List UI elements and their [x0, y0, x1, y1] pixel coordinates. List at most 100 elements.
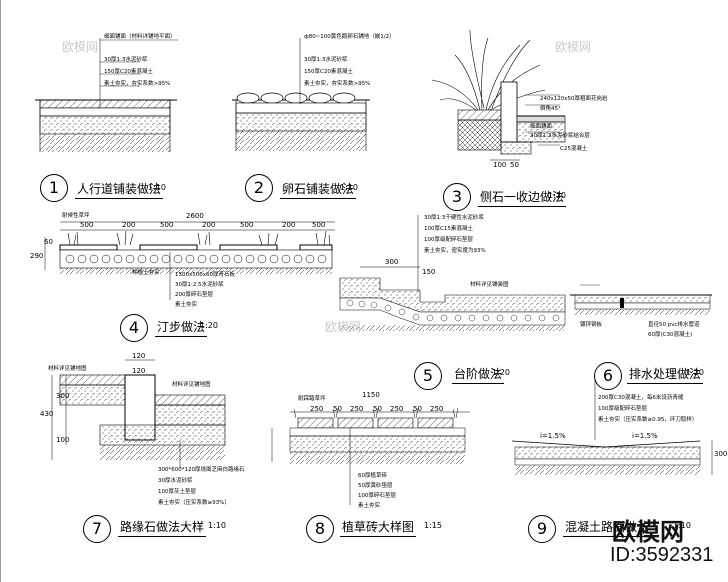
d2-label-3: 150厚C20素混凝土	[304, 69, 353, 75]
d4-label-2: 种植土夯实	[132, 270, 160, 276]
d4-dim-9: 290	[30, 252, 44, 260]
d5-label-5: 材料详见铺装图	[470, 282, 509, 288]
detail-9-section	[511, 380, 713, 475]
d1-label-2: 30厚1:3水泥砂浆	[104, 57, 148, 63]
d8-label-3: 50厚黄砂垫层	[358, 483, 393, 489]
d5-label-1: 30厚1:3干硬性水泥砂浆	[424, 215, 484, 221]
d7-title: 路缘石做法大样	[118, 518, 207, 537]
d2-title: 卵石铺装做法	[280, 180, 357, 199]
watermark-faint-3: 欧模网	[325, 320, 362, 334]
d8-label-5: 素土夯实	[358, 503, 381, 509]
d8-dim-2: 50	[333, 405, 342, 413]
d3-label-4: 30厚1:3水泥砂浆结合层	[530, 133, 590, 139]
d8-label-4: 100厚碎石垫层	[358, 493, 396, 499]
d3-label-5: C25混凝土	[560, 146, 588, 152]
d3-label-1: 240x120x50厚粗面花岗岩	[540, 96, 608, 102]
detail-1-section	[35, 38, 178, 152]
d8-dim-1: 250	[310, 405, 324, 413]
detail-6-section	[570, 284, 712, 315]
d5-title: 台阶做法	[452, 365, 505, 384]
d7-label-6: 素土夯实（压实系数≥93%）	[158, 500, 230, 506]
d5-dim-1: 300	[385, 258, 399, 266]
d6-scale: 1:20	[686, 368, 704, 377]
d7-dim-4: 430	[40, 410, 54, 418]
d7-label-1: 材料详见铺地图	[48, 366, 87, 372]
d4-label-4: 30厚1:2.5水泥砂浆	[175, 282, 224, 288]
d6-label-1: 镀锌钢板	[580, 322, 603, 328]
d8-dim-4: 50	[373, 405, 382, 413]
d4-dim-total: 2600	[186, 212, 204, 220]
d8-label-2: 60厚植草砖	[358, 473, 387, 479]
d5-scale: 1:20	[492, 368, 510, 377]
detail-5-section	[339, 215, 566, 331]
d4-label-1: 耐候性草坪	[62, 213, 90, 219]
d1-title: 人行道铺装做法	[75, 180, 164, 199]
d3-scale: 1:10	[548, 191, 566, 200]
d2-label-4: 素土夯实，夯实系数>95%	[304, 81, 371, 87]
detail-8-section	[271, 407, 470, 505]
watermark-faint-1: 欧模网	[62, 40, 99, 54]
d5-label-4: 素土夯实，密实度为93%	[424, 248, 486, 254]
d7-dim-1: 120	[132, 352, 146, 360]
d2-number: 2	[245, 174, 273, 202]
detail-4-section	[44, 221, 335, 300]
d4-number: 4	[120, 314, 148, 342]
d8-dim-7: 250	[430, 405, 444, 413]
d3-number: 3	[443, 183, 471, 211]
d7-dim-2: 120	[132, 367, 146, 375]
d8-title: 植草砖大样图	[340, 518, 417, 537]
d4-label-3: 1500x500x60厚青石板	[175, 272, 236, 278]
d9-number: 9	[528, 515, 556, 543]
d4-dim-4: 200	[202, 221, 216, 229]
d3-dim-2: 50	[510, 161, 519, 169]
d7-label-3: 300*600*120厚烧面芝麻白路缘石	[158, 467, 245, 473]
d1-label-3: 150厚C20素混凝土	[104, 69, 153, 75]
d8-dim-5: 250	[390, 405, 404, 413]
d4-title: 汀步做法	[155, 318, 208, 337]
d1-number: 1	[40, 174, 68, 202]
d6-number: 6	[594, 362, 622, 390]
d7-label-2: 材料详见铺地图	[172, 382, 211, 388]
d4-dim-1: 500	[80, 221, 94, 229]
d2-scale: 1:10	[340, 183, 358, 192]
d5-label-3: 100厚级配碎石垫层	[424, 237, 473, 243]
d6-title: 排水处理做法	[627, 365, 704, 384]
d7-scale: 1:10	[208, 521, 226, 530]
watermark-faint-2: 欧模网	[555, 40, 592, 54]
d8-dim-6: 50	[413, 405, 422, 413]
detail-2-section	[232, 38, 370, 151]
d8-dim-3: 250	[350, 405, 364, 413]
d7-dim-3: 300	[56, 392, 70, 400]
d7-label-4: 30厚水泥砂浆	[158, 478, 193, 484]
d8-scale: 1:15	[424, 521, 442, 530]
d1-label-4: 素土夯实，夯实系数>95%	[104, 81, 171, 87]
d9-dim-slope-left: i=1.5%	[540, 432, 566, 440]
d4-dim-5: 500	[240, 221, 254, 229]
d9-label-3: 素土夯实（压实系数≥0.95，环刀取样）	[598, 417, 698, 423]
d2-label-1: ф80~100黄色鹅卵石铺地（嵌1/2）	[304, 34, 395, 40]
d5-label-2: 100厚C15素混凝土	[424, 226, 473, 232]
d3-label-3: 细面铺面	[530, 124, 553, 130]
d9-dim-depth: 300	[714, 450, 728, 458]
d3-label-2: 倒角45°	[540, 106, 561, 112]
d9-dim-slope-right: i=1.5%	[632, 432, 658, 440]
d4-label-6: 素土夯实	[175, 302, 198, 308]
d7-dim-5: 100	[56, 436, 70, 444]
d8-label-1: 耐踩踏草坪	[298, 396, 326, 402]
d9-scale: 1:10	[673, 521, 691, 530]
detail-7-section	[51, 359, 226, 468]
d4-label-5: 200厚碎石垫层	[175, 292, 213, 298]
d5-dim-2: 150	[422, 268, 436, 276]
watermark-brand: 欧模网	[612, 519, 684, 546]
d9-title: 混凝土路面做法	[563, 518, 652, 537]
watermark-id: ID:3592331	[610, 544, 714, 566]
d4-dim-7: 500	[312, 221, 326, 229]
d8-dim-total: 1150	[362, 391, 380, 399]
d4-dim-8: 60	[44, 238, 53, 246]
d4-dim-2: 200	[122, 221, 136, 229]
d3-dim-1: 100	[493, 161, 507, 169]
detail-3-section	[431, 29, 566, 161]
d2-label-2: 30厚1:3水泥砂浆	[304, 57, 348, 63]
